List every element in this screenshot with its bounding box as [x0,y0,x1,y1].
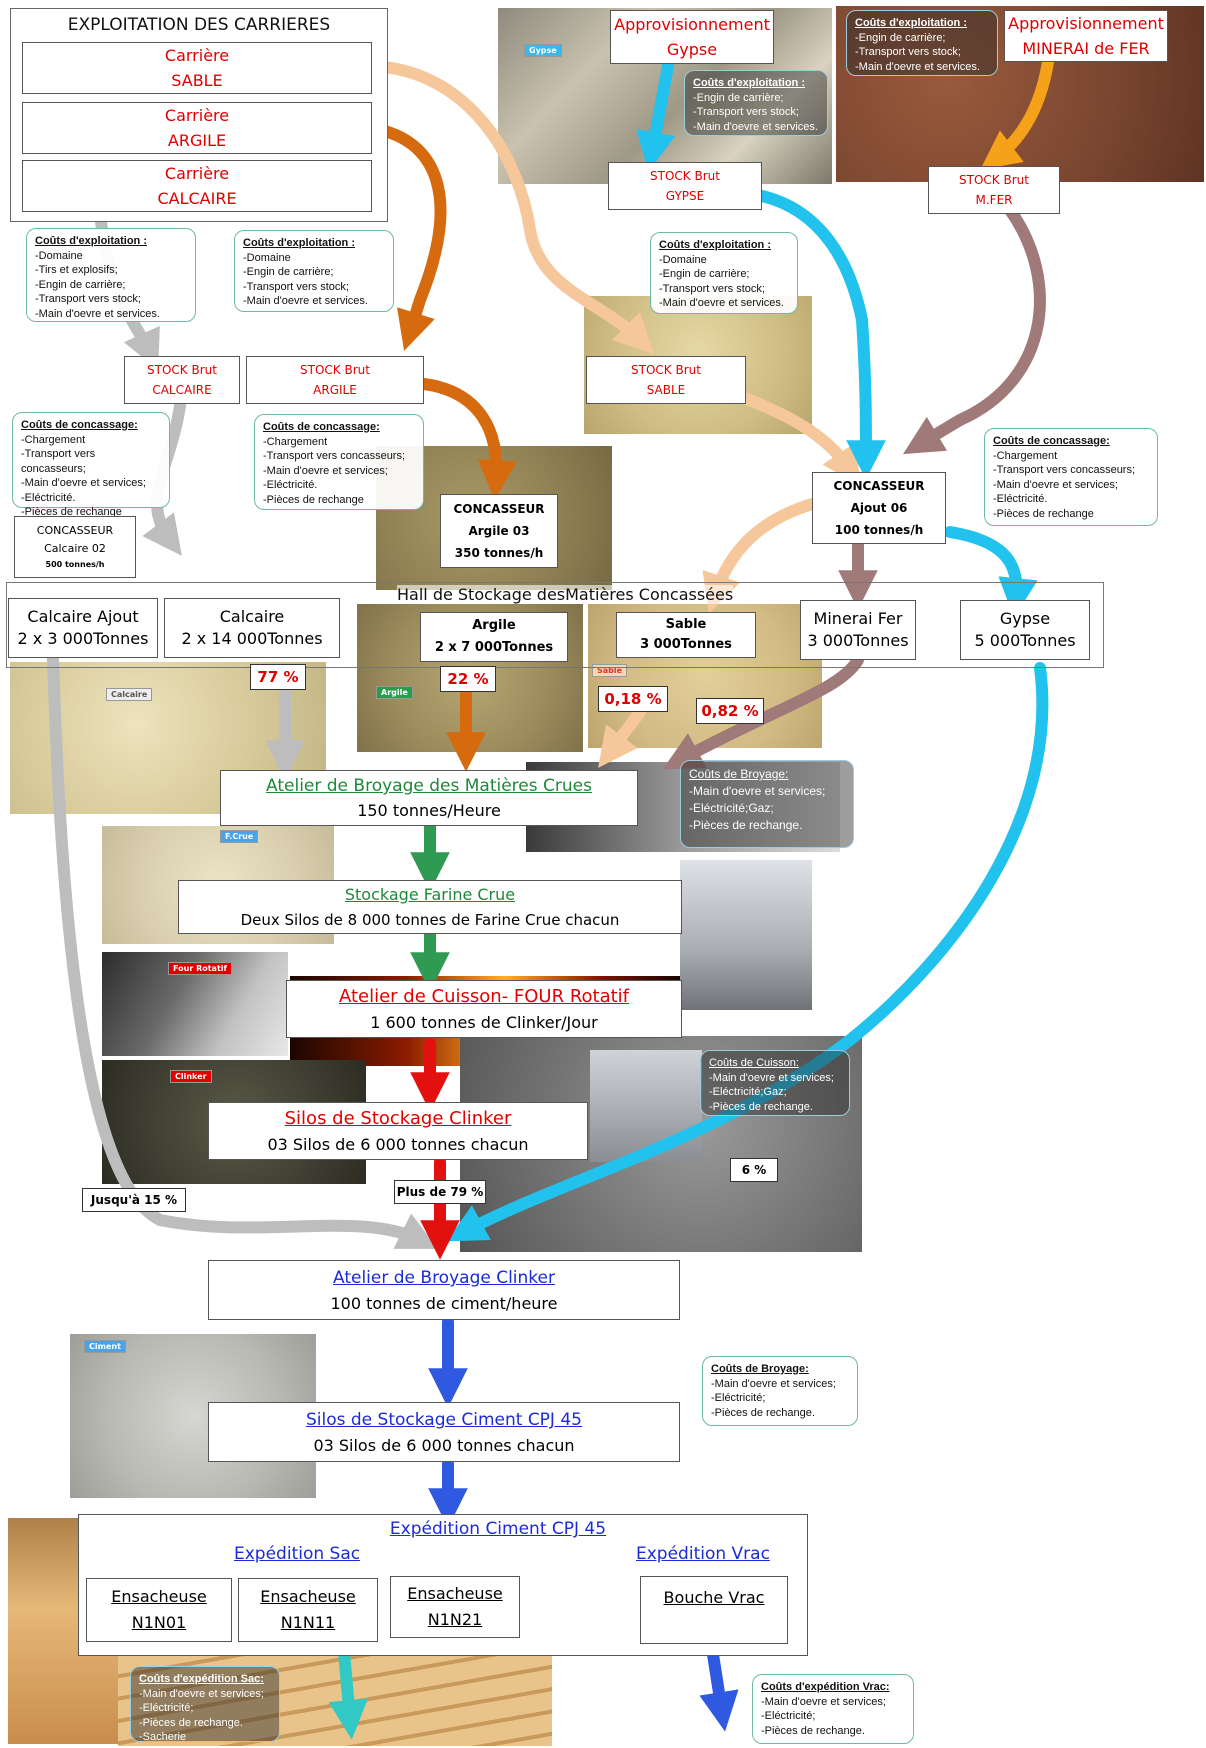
pct-argile: 22 % [440,666,496,692]
pct-fer: 0,82 % [696,698,764,724]
expedition-sac-title: Expédition Sac [234,1544,361,1564]
arrow-fer-supply-to-stock [980,56,1054,170]
arrow-fer-hall-to-broyage [662,654,864,770]
silo-photo [680,860,812,1010]
broyage-crue: Atelier de Broyage des Matières Crues 15… [220,770,638,826]
hall-calcaire: Calcaire 2 x 14 000Tonnes [164,598,340,658]
photo-tag-fcrue: F.Crue [220,830,259,843]
pct-gypse: 6 % [730,1158,778,1182]
stock-argile: STOCK Brut ARGILE [246,356,424,404]
hall-panel: Hall de Stockage desMatières Concassées [6,582,1104,668]
arrow-stock-argile-to-crusher [418,378,518,500]
arrow-crusher-to-gypse-hall [944,526,1038,618]
hall-title: Hall de Stockage desMatières Concassées [397,585,734,604]
pct-clinker: Plus de 79 % [394,1180,486,1204]
cost-exploitation-fer: Coûts d'exploitation : -Engin de carrièr… [846,10,998,76]
photo-tag-ciment: Ciment [84,1340,126,1353]
cost-broyage-clinker: Coûts de Broyage: -Main d'oevre et servi… [702,1356,858,1426]
cost-exploitation-argile: Coûts d'exploitation : -Domaine-Engin de… [234,230,394,312]
silos-ciment: Silos de Stockage Ciment CPJ 45 03 Silos… [208,1402,680,1462]
photo-tag-four: Four Rotatif [168,962,232,975]
arrow-gypse-stock-to-crusher [756,190,886,480]
hall-argile: Argile 2 x 7 000Tonnes [420,612,568,662]
quarry-sable: Carrière SABLE [22,42,372,94]
expedition-vrac-title: Expédition Vrac [636,1544,770,1564]
pct-sable: 0,18 % [598,686,668,712]
pct-ajout: Jusqu'à 15 % [82,1188,186,1212]
cost-expedition-sac: Coûts d'expédition Sac: -Main d'oevre et… [130,1666,280,1743]
photo-tag-gypse: Gypse [524,44,562,57]
supply-fer: Approvisionnement MINERAI de FER [1004,10,1168,62]
ensacheuse-n1n11: Ensacheuse N1N11 [238,1578,378,1642]
stock-gypse: STOCK Brut GYPSE [608,162,762,210]
atelier-cuisson: Atelier de Cuisson- FOUR Rotatif 1 600 t… [286,980,682,1038]
broyage-clinker: Atelier de Broyage Clinker 100 tonnes de… [208,1260,680,1320]
silos-clinker: Silos de Stockage Clinker 03 Silos de 6 … [208,1102,588,1160]
arrow-sable-to-broyage [598,706,646,768]
arrow-sac-to-shipping [328,1646,368,1740]
stockage-farine: Stockage Farine Crue Deux Silos de 8 000… [178,880,682,934]
cost-concassage-left: Coûts de concassage: -Chargement-Transpo… [12,412,170,518]
cost-concassage-mid: Coûts de concassage: -Chargement-Transpo… [254,414,424,510]
cost-expedition-vrac: Coûts d'expédition Vrac: -Main d'oevre e… [752,1674,914,1744]
crusher-calcaire: CONCASSEUR Calcaire 02 500 tonnes/h [14,516,136,578]
arrow-crusher-to-sable-hall [702,498,818,614]
cost-concassage-right: Coûts de concassage: -Chargement-Transpo… [984,428,1158,526]
hall-sable: Sable 3 000Tonnes [616,612,756,658]
quarries-title: EXPLOITATION DES CARRIERES [67,15,331,35]
cost-broyage-crue: Coûts de Broyage: -Main d'oevre et servi… [680,760,854,848]
photo-tag-calcaire: Calcaire [106,688,153,701]
ensacheuse-n1n01: Ensacheuse N1N01 [86,1578,232,1642]
quarry-argile: Carrière ARGILE [22,102,372,154]
bouche-vrac: Bouche Vrac [640,1576,788,1644]
stock-calcaire: STOCK Brut CALCAIRE [124,356,240,404]
stock-sable: STOCK Brut SABLE [586,356,746,404]
hall-minerai: Minerai Fer 3 000Tonnes [800,600,916,660]
hall-calcaire-ajout: Calcaire Ajout 2 x 3 000Tonnes [8,598,158,658]
hall-gypse: Gypse 5 000Tonnes [960,600,1090,660]
arrow-gypse-hall-to-clinker-grinding [446,662,1049,1242]
crusher-ajout: CONCASSEUR Ajout 06 100 tonnes/h [812,472,946,544]
pct-calcaire: 77 % [250,664,306,690]
cost-exploitation-calcaire: Coûts d'exploitation : -Domaine-Tirs et … [26,228,196,322]
cost-exploitation-sable: Coûts d'exploitation : -Domaine-Engin de… [650,232,798,314]
arrow-gypse-supply-to-stock [636,60,676,172]
ensacheuse-n1n21: Ensacheuse N1N21 [390,1576,520,1638]
stock-fer: STOCK Brut M.FER [928,166,1060,214]
arrow-vrac-to-shipping [699,1642,739,1732]
arrow-argile-quarry-to-stock [366,122,447,351]
ciment-silo-photo [590,1050,702,1162]
arrow-stock-sable-to-crusher [739,392,861,487]
supply-gypse: Approvisionnement Gypse [610,10,774,64]
arrow-sable-quarry-to-stock [366,60,655,354]
arrow-fer-stock-to-crusher [903,204,1046,455]
crusher-argile: CONCASSEUR Argile 03 350 tonnes/h [440,494,558,568]
quarry-calcaire: Carrière CALCAIRE [22,160,372,212]
photo-tag-argile: Argile [376,686,413,699]
photo-tag-clinker: Clinker [170,1070,212,1083]
cost-exploitation-gypse: Coûts d'exploitation : -Engin de carrièr… [684,70,828,136]
cost-cuisson: Coûts de Cuisson: -Main d'oevre et servi… [700,1050,850,1116]
